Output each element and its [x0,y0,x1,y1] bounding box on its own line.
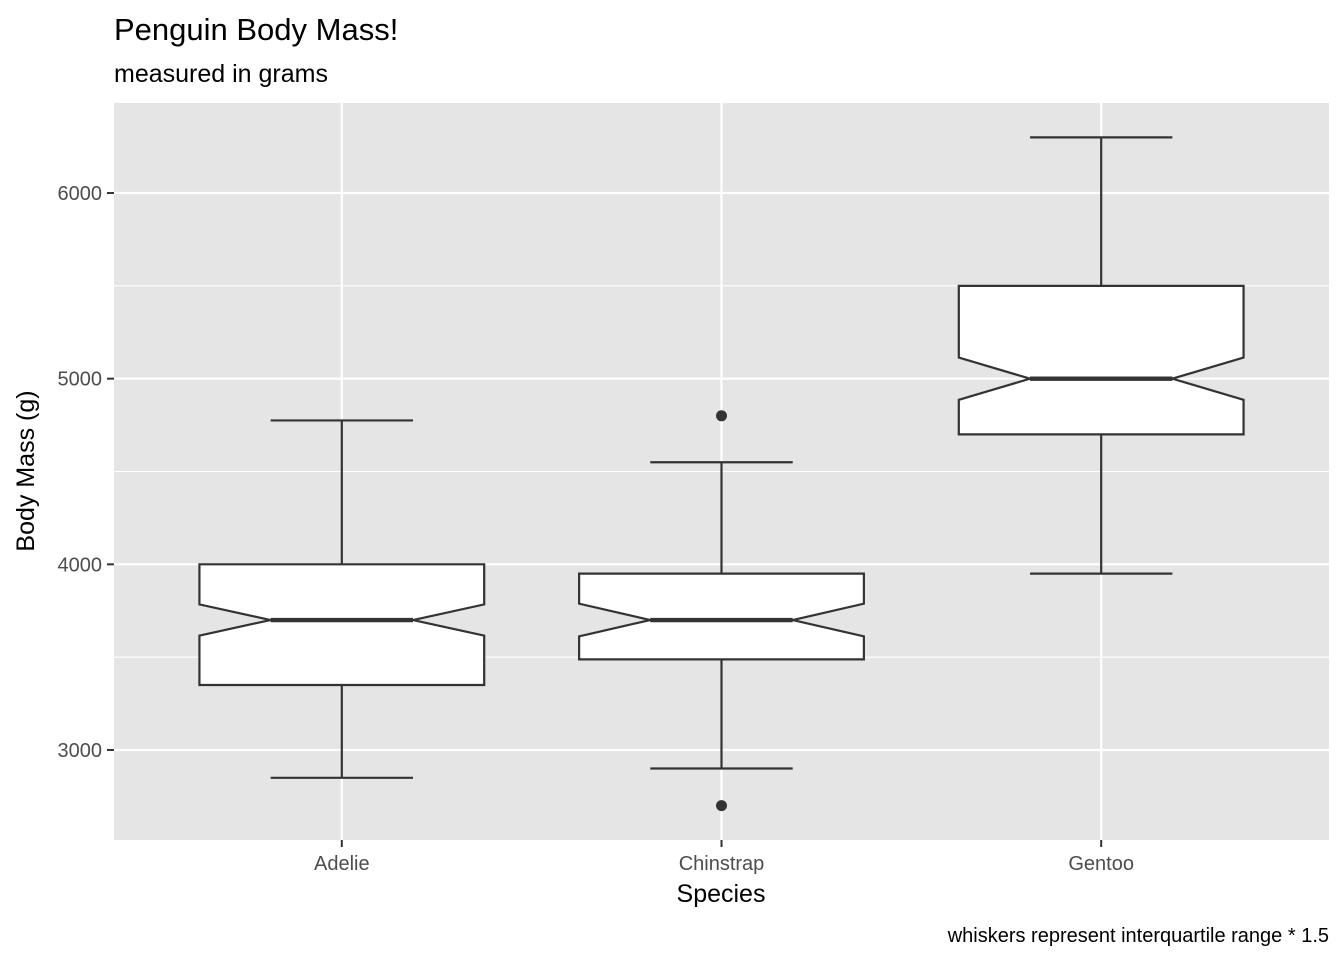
y-tick-label: 3000 [58,740,103,762]
y-tick-label: 6000 [58,183,103,205]
box-layer [198,136,1245,812]
outlier-point [716,800,727,812]
box-group-chinstrap [578,410,865,812]
notched-box [198,563,486,687]
box-group-adelie [198,419,486,779]
notched-box [578,572,865,661]
x-axis-title: Species [677,880,766,908]
chart-caption: whiskers represent interquartile range *… [947,925,1329,947]
y-axis-title: Body Mass (g) [12,390,40,551]
x-tick-label: Chinstrap [679,853,765,875]
box-group-gentoo [957,136,1245,575]
y-tick-label: 4000 [58,554,103,576]
x-tick-label: Gentoo [1068,853,1134,875]
notched-box [957,284,1245,436]
y-tick-label: 5000 [58,369,103,391]
chart-subtitle: measured in grams [114,60,328,88]
x-tick-label: Adelie [314,853,370,875]
chart-title: Penguin Body Mass! [114,12,398,47]
outlier-point [716,410,727,422]
